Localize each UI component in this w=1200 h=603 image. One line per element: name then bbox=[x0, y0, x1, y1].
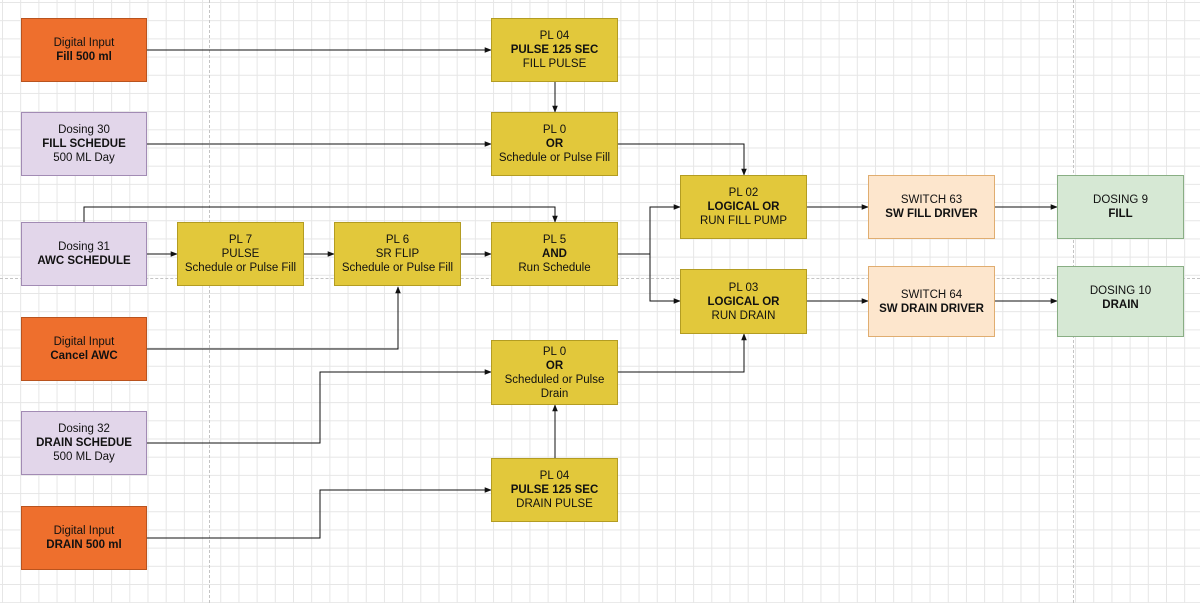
edge-dosing32-to-pl0-drain[interactable] bbox=[147, 369, 492, 444]
edge-pl5-to-pl03[interactable] bbox=[649, 254, 681, 304]
node-line-2: LOGICAL OR bbox=[707, 295, 780, 308]
node-line-1: PL 6 bbox=[385, 234, 410, 246]
node-line-3: 500 ML Day bbox=[53, 152, 115, 164]
node-line-1: Dosing 31 bbox=[58, 241, 110, 253]
node-line-2: DRAIN SCHEDUE bbox=[36, 437, 132, 449]
node-pl6-sr-flip[interactable]: PL 6 SR FLIP Schedule or Pulse Fill bbox=[334, 222, 461, 286]
node-line-2: SR FLIP bbox=[375, 248, 420, 260]
node-line-2: DRAIN 500 ml bbox=[46, 539, 122, 551]
node-switch-64[interactable]: SWITCH 64 SW DRAIN DRIVER bbox=[868, 266, 995, 337]
node-line-3: Schedule or Pulse Fill bbox=[184, 262, 297, 274]
node-line-1: DOSING 9 bbox=[1093, 194, 1148, 206]
node-line-3: FILL PULSE bbox=[522, 58, 587, 70]
node-line-3: 500 ML Day bbox=[53, 451, 115, 463]
node-pl0-or-drain[interactable]: PL 0 OR Scheduled or Pulse Drain bbox=[491, 340, 618, 405]
node-line-2: OR bbox=[545, 359, 564, 372]
node-dosing-9[interactable]: DOSING 9 FILL bbox=[1057, 175, 1184, 239]
edge-pl5-to-pl02[interactable] bbox=[618, 204, 681, 255]
node-line-1: Digital Input bbox=[53, 37, 115, 49]
node-line-1: PL 02 bbox=[728, 187, 759, 199]
node-line-2: AND bbox=[542, 248, 567, 260]
node-pl0-or-fill[interactable]: PL 0 OR Schedule or Pulse Fill bbox=[491, 112, 618, 176]
edge-pl0-drain-to-pl03[interactable] bbox=[618, 333, 747, 373]
node-line-3: RUN DRAIN bbox=[711, 309, 776, 322]
node-line-2: SW FILL DRIVER bbox=[885, 208, 978, 220]
node-switch-63[interactable]: SWITCH 63 SW FILL DRIVER bbox=[868, 175, 995, 239]
node-pl7-pulse[interactable]: PL 7 PULSE Schedule or Pulse Fill bbox=[177, 222, 304, 286]
node-line-3: Schedule or Pulse Fill bbox=[498, 152, 611, 164]
node-line-1: SWITCH 63 bbox=[900, 194, 963, 206]
edge-dio-drain-to-pl04-drain[interactable] bbox=[147, 487, 492, 539]
node-line-1: DOSING 10 bbox=[1089, 285, 1152, 297]
node-line-2: FILL SCHEDUE bbox=[42, 138, 126, 150]
node-line-3: DRAIN PULSE bbox=[516, 498, 593, 510]
node-dosing-32[interactable]: Dosing 32 DRAIN SCHEDUE 500 ML Day bbox=[21, 411, 147, 475]
node-line-1: Digital Input bbox=[53, 525, 115, 537]
node-dosing-10[interactable]: DOSING 10 DRAIN bbox=[1057, 266, 1184, 337]
node-line-2: Fill 500 ml bbox=[56, 51, 112, 63]
node-digital-input-fill[interactable]: Digital Input Fill 500 ml bbox=[21, 18, 147, 82]
node-line-1: PL 04 bbox=[539, 470, 570, 482]
node-line-1: PL 03 bbox=[728, 281, 759, 294]
edge-dosing31-to-pl5[interactable] bbox=[83, 206, 558, 223]
node-pl03-logical-or[interactable]: PL 03 LOGICAL OR RUN DRAIN bbox=[680, 269, 807, 334]
node-line-2: OR bbox=[545, 138, 564, 150]
node-line-1: PL 7 bbox=[228, 234, 253, 246]
page-guide-vertical bbox=[209, 0, 210, 603]
node-line-2: PULSE 125 SEC bbox=[510, 44, 599, 56]
node-pl02-logical-or[interactable]: PL 02 LOGICAL OR RUN FILL PUMP bbox=[680, 175, 807, 239]
node-dosing-31[interactable]: Dosing 31 AWC SCHEDULE bbox=[21, 222, 147, 286]
node-line-3: Run Schedule bbox=[518, 262, 591, 274]
node-line-1: PL 0 bbox=[542, 124, 567, 136]
node-pl04-drain-pulse[interactable]: PL 04 PULSE 125 SEC DRAIN PULSE bbox=[491, 458, 618, 522]
node-line-1: Dosing 30 bbox=[58, 124, 110, 136]
node-line-2: SW DRAIN DRIVER bbox=[879, 302, 984, 315]
node-dosing-30[interactable]: Dosing 30 FILL SCHEDUE 500 ML Day bbox=[21, 112, 147, 176]
node-line-3: RUN FILL PUMP bbox=[699, 215, 788, 227]
node-line-1: SWITCH 64 bbox=[900, 288, 963, 301]
node-digital-input-drain[interactable]: Digital Input DRAIN 500 ml bbox=[21, 506, 147, 570]
node-digital-input-cancel-awc[interactable]: Digital Input Cancel AWC bbox=[21, 317, 147, 381]
node-line-1: PL 5 bbox=[542, 234, 567, 246]
node-line-1: Dosing 32 bbox=[58, 423, 110, 435]
node-line-2: LOGICAL OR bbox=[707, 201, 780, 213]
node-line-2: AWC SCHEDULE bbox=[37, 255, 131, 267]
node-pl5-and[interactable]: PL 5 AND Run Schedule bbox=[491, 222, 618, 286]
node-line-2: PULSE 125 SEC bbox=[510, 484, 599, 496]
node-line-1: PL 0 bbox=[542, 345, 567, 358]
node-line-2: Cancel AWC bbox=[50, 350, 118, 362]
node-line-2: PULSE bbox=[221, 248, 260, 260]
node-line-1: Digital Input bbox=[53, 336, 115, 348]
node-line-3: Schedule or Pulse Fill bbox=[341, 262, 454, 274]
edge-cancel-to-pl6[interactable] bbox=[147, 286, 401, 350]
edge-pl0-fill-to-pl02[interactable] bbox=[618, 143, 747, 176]
node-line-2: FILL bbox=[1108, 208, 1133, 220]
node-line-2: DRAIN bbox=[1102, 299, 1139, 311]
node-pl04-fill-pulse[interactable]: PL 04 PULSE 125 SEC FILL PULSE bbox=[491, 18, 618, 82]
node-line-3: Scheduled or Pulse Drain bbox=[504, 373, 605, 400]
node-line-1: PL 04 bbox=[539, 30, 570, 42]
